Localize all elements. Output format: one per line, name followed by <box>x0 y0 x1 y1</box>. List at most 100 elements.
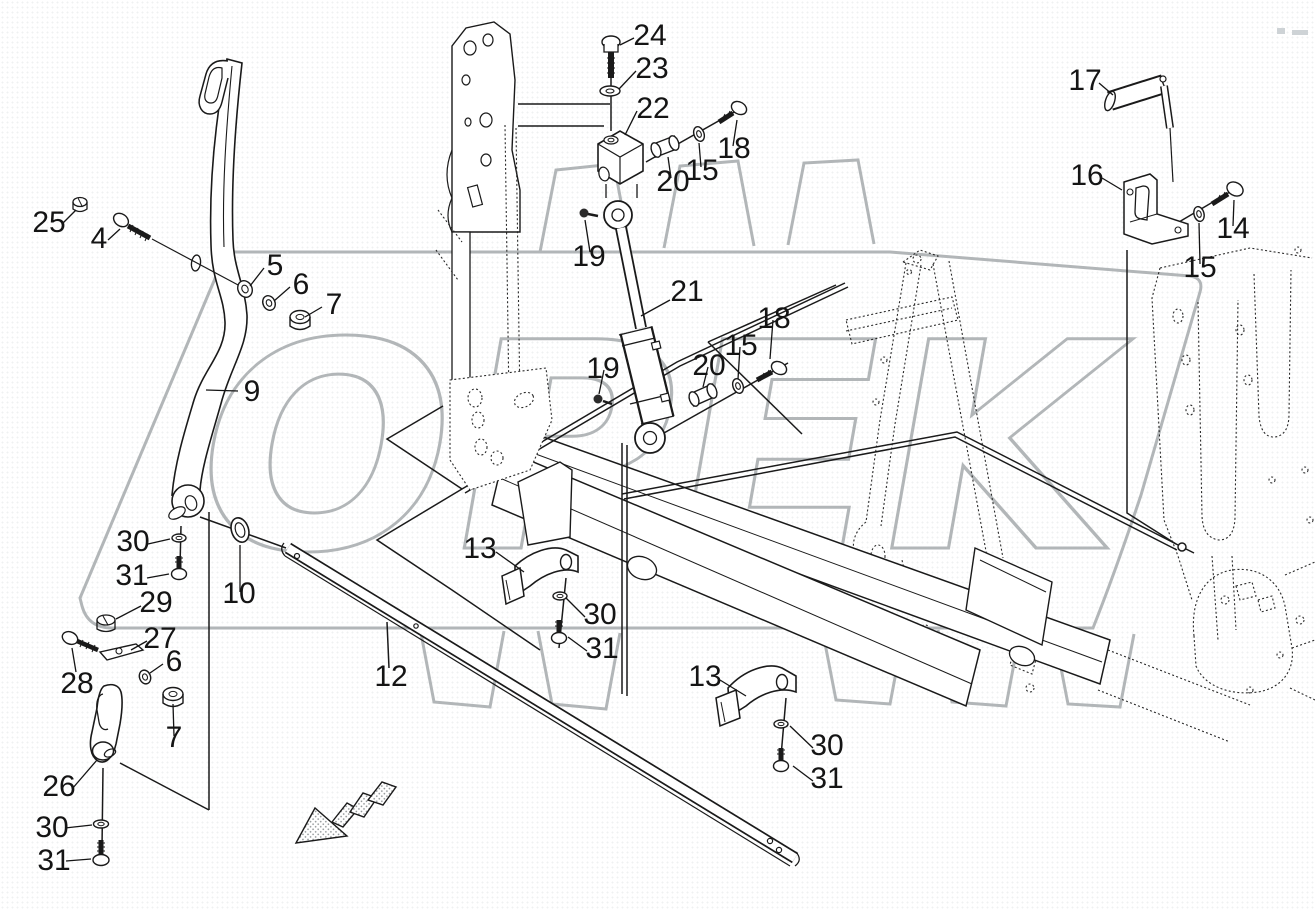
leader-line-31-lever <box>146 573 170 579</box>
rail-12 <box>281 542 800 867</box>
part-label-20-top: 20 <box>656 165 689 198</box>
part-label-6-lower: 6 <box>166 645 183 678</box>
latch-group <box>61 614 184 867</box>
part-label-31-lever: 31 <box>115 559 148 592</box>
leader-line-7-upper <box>304 306 323 318</box>
leader-line-15-mid <box>737 346 741 380</box>
washer-15-top <box>692 126 706 142</box>
leader-line-15-top <box>698 142 702 168</box>
lever-9 <box>168 58 250 581</box>
leader-line-30-bottom <box>64 824 93 829</box>
part-labels: 24 23 22 18 15 20 19 17 16 14 15 25 4 5 … <box>32 19 1249 877</box>
bushing-20-top <box>650 134 680 159</box>
fastener-group-upper-left <box>72 196 311 331</box>
leader-line-13-right <box>719 679 747 697</box>
bolt-18-mid <box>755 360 788 383</box>
washer-5 <box>237 280 253 298</box>
washer-23 <box>599 85 621 97</box>
mast-bracket <box>435 21 553 491</box>
rod-end-upper <box>603 200 633 230</box>
part-label-30-rail-left: 30 <box>583 598 616 631</box>
leader-line-19-upper <box>584 219 591 253</box>
bracket-13-right <box>715 665 797 773</box>
frame-holes <box>1172 246 1314 694</box>
bolt-4 <box>112 212 152 242</box>
leader-line-18-top <box>732 119 738 147</box>
leader-line-27 <box>130 640 148 651</box>
leader-line-19-lower <box>598 369 605 395</box>
main-frame-beams <box>487 419 1251 743</box>
part-label-15-top: 15 <box>685 154 718 187</box>
leader-line-30-rail-right <box>789 725 814 749</box>
part-label-15-mid: 15 <box>724 329 757 362</box>
washer-15-right <box>1193 205 1205 223</box>
bracket-13-left <box>501 547 579 645</box>
part-label-23: 23 <box>635 52 668 85</box>
washer-30-rail-right <box>773 719 789 729</box>
part-label-14: 14 <box>1216 212 1249 245</box>
nut-7-upper <box>289 309 311 331</box>
clevis-22 <box>597 130 644 198</box>
washer-30-lever <box>171 533 187 543</box>
part-label-13-right: 13 <box>688 660 721 693</box>
leader-line-6-lower <box>149 663 164 674</box>
clip-29 <box>96 614 116 633</box>
bolt-24 <box>601 35 621 78</box>
leader-line-16 <box>1101 177 1123 191</box>
part-label-24: 24 <box>633 19 666 52</box>
washer-6-lower <box>138 669 152 685</box>
part-label-17: 17 <box>1068 64 1101 97</box>
leader-line-7-lower <box>172 703 175 737</box>
part-label-19-upper: 19 <box>572 240 605 273</box>
leader-line-4 <box>107 228 121 241</box>
leader-line-15-right <box>1198 222 1201 265</box>
bushing-20-mid <box>688 382 718 408</box>
leader-line-28 <box>71 647 77 673</box>
nut-25 <box>72 196 88 213</box>
bolt-28 <box>61 630 99 653</box>
direction-arrow-icon <box>294 781 398 844</box>
leader-line-24 <box>619 37 635 46</box>
frame-beam-lower <box>491 448 981 708</box>
part-label-20-mid: 20 <box>692 349 725 382</box>
leader-line-30-rail-left <box>565 597 586 618</box>
gear-tooth <box>536 630 622 711</box>
washer-30-bottom <box>92 819 110 829</box>
bolt-31-lever <box>170 556 188 581</box>
part-label-6-upper: 6 <box>293 268 310 301</box>
bolt-18-top <box>717 100 748 125</box>
part-label-30-rail-right: 30 <box>810 729 843 762</box>
part-label-30-lever: 30 <box>116 525 149 558</box>
gear-tooth <box>662 159 756 249</box>
leader-line-6-upper <box>273 286 291 302</box>
part-label-9: 9 <box>244 375 261 408</box>
leader-line-13-left <box>495 551 525 573</box>
bolt-14 <box>1210 181 1244 207</box>
frame-step-bracket <box>965 546 1053 647</box>
leader-line-31-bottom <box>65 858 92 862</box>
leader-line-20-mid <box>702 366 709 388</box>
leader-line-5 <box>249 267 265 287</box>
leader-line-21 <box>640 299 671 317</box>
rod-end-lower <box>634 422 666 454</box>
leader-line-25 <box>61 209 77 225</box>
leader-line-14 <box>1232 199 1235 227</box>
part-label-30-bottom: 30 <box>35 811 68 844</box>
part-label-27: 27 <box>143 622 176 655</box>
part-label-21: 21 <box>670 275 703 308</box>
leader-line-22 <box>624 110 638 136</box>
part-label-10: 10 <box>222 577 255 610</box>
part-label-31-rail-right: 31 <box>810 762 843 795</box>
lever-pivot <box>168 484 205 520</box>
washer-30-rail-left <box>552 591 568 601</box>
part-label-16: 16 <box>1070 159 1103 192</box>
washer-15-mid <box>731 378 745 394</box>
bolt-31-rail-left <box>550 620 568 645</box>
leader-line-18-mid <box>769 319 774 360</box>
part-label-19-lower: 19 <box>586 352 619 385</box>
pin-17-assembly <box>1104 74 1244 245</box>
reference-frame-right <box>1151 246 1315 701</box>
leader-line-29 <box>115 605 142 620</box>
